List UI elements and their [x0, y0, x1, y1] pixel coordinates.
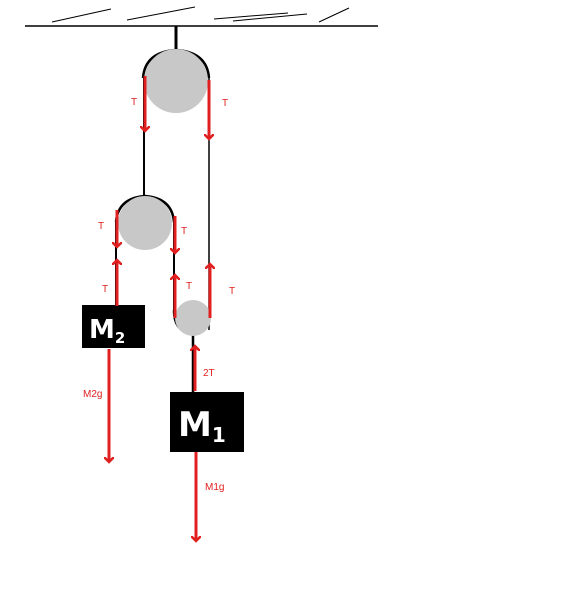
- label-mid-left-tension-down: T: [98, 221, 104, 232]
- mass-m2-letter: M: [89, 315, 115, 345]
- force-arrows: [109, 76, 210, 541]
- ceiling-hatching: [51, 6, 350, 23]
- ceiling: [25, 6, 378, 27]
- mass-m1-block: [170, 392, 244, 452]
- label-mid-left-tension-up: T: [102, 284, 108, 295]
- mass-m2-subscript: 2: [115, 329, 125, 347]
- mass-m1-letter: M: [178, 405, 212, 445]
- pulleys: [118, 49, 211, 336]
- small-pulley: [175, 300, 211, 336]
- mass-m2-block: [82, 305, 145, 348]
- mass-m2: M2: [82, 305, 145, 348]
- label-m1-tension: 2T: [203, 368, 215, 379]
- middle-pulley: [118, 196, 172, 250]
- force-labels: T T T T T T T 2T M2g M1g: [83, 97, 235, 493]
- label-top-right-tension: T: [222, 98, 228, 109]
- svg-text:M1: M1: [178, 405, 226, 447]
- mass-m1-subscript: 1: [212, 423, 226, 447]
- mass-m1: M1: [170, 392, 244, 452]
- top-pulley: [144, 49, 208, 113]
- label-m1-weight: M1g: [205, 482, 224, 493]
- svg-text:M2: M2: [89, 315, 125, 347]
- label-small-left-tension: T: [186, 281, 192, 292]
- label-mid-right-tension: T: [181, 226, 187, 237]
- label-small-right-tension: T: [229, 286, 235, 297]
- label-top-left-tension: T: [131, 97, 137, 108]
- label-m2-weight: M2g: [83, 389, 102, 400]
